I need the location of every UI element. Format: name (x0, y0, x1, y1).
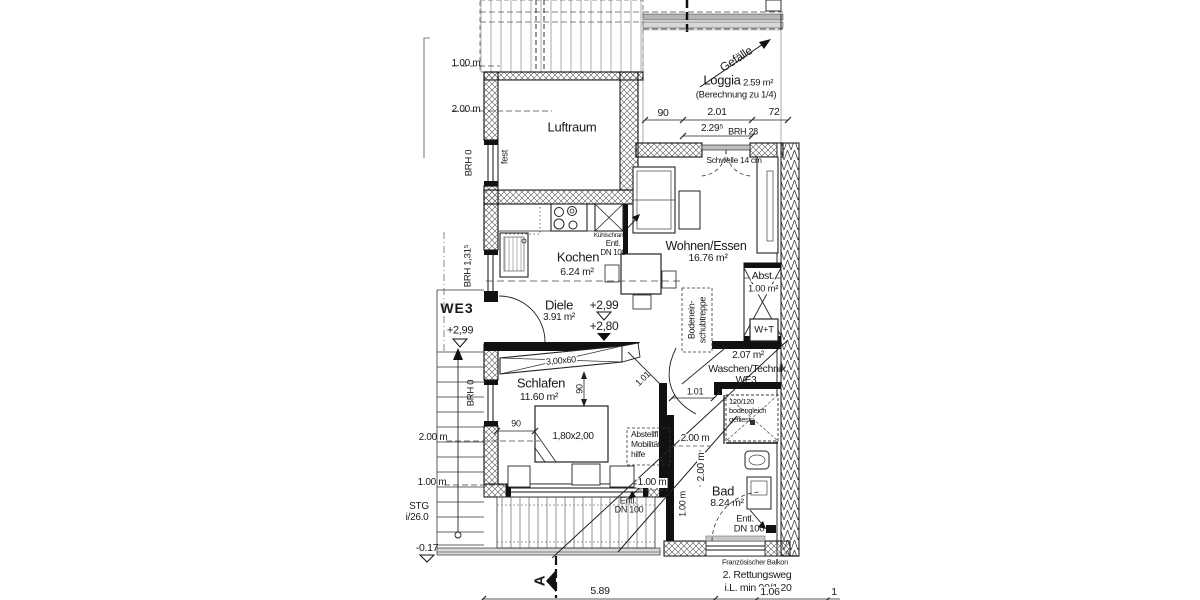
dim-bottom-1: 1 (829, 585, 839, 598)
room-label-diele: Diele (544, 297, 574, 313)
dim-bottom-589: 5.89 (588, 584, 612, 597)
room-area-kochen: 6.24 m² (560, 265, 594, 278)
room-note-loggia: (Berechnung zu 1/4) (695, 89, 777, 101)
annotation-entl-kueche: Entl. (605, 239, 621, 248)
room-area-abst: 1.00 m² (746, 283, 780, 295)
dim-loggia-229: 2.29⁵ (700, 123, 724, 134)
stairs (436, 232, 661, 556)
room-label-kochen: Kochen (556, 249, 600, 265)
room-label-loggia: Loggia (703, 72, 741, 88)
dim-bett: 1,80x2,00 (552, 431, 594, 442)
dim-loggia-72: 72 (768, 105, 780, 118)
dim-left-1m-bot: 1.00 m (417, 477, 447, 488)
overhead-structures (423, 0, 784, 158)
annotation-dn100-kueche: DN 100 (600, 248, 626, 257)
arrows (622, 39, 771, 529)
dim-left-1m-top: 1.00 m (451, 58, 481, 69)
stair-note-1: STG (409, 501, 429, 512)
annotation-franz-balkon: Französischer Balkon (721, 557, 789, 567)
room-area-schlafen: 11.60 m² (519, 390, 559, 403)
room-area-waschen: 2.07 m² (732, 350, 764, 361)
annotation-abstell-2: Mobilitäts- (631, 439, 667, 449)
dim-fest: fest (499, 149, 511, 165)
room-area-diele: 3.91 m² (543, 312, 575, 323)
dim-loggia-90: 90 (657, 106, 669, 119)
room-area-bad: 8.24 m² (710, 496, 744, 509)
room-label-luftraum: Luftraum (547, 119, 597, 135)
doors (498, 149, 763, 542)
dim-brh0-mid: BRH 0 (465, 379, 477, 407)
room-area-loggia: 2.59 m² (742, 77, 774, 89)
annotation-shower-3: gefliest (729, 415, 751, 424)
annotation-rettungsweg-2: i.L. min 90/1,20 (724, 581, 792, 594)
dim-bad-2m-h: 2.00 m (679, 433, 711, 444)
room-label-wohnen: Wohnen/Essen (665, 238, 747, 253)
dim-90-schrank: 90 (574, 384, 585, 394)
dim-left-2m-top: 2.00 m (451, 104, 481, 115)
dim-left-2m-bot: 2.00 m (418, 432, 448, 443)
dim-brh131: BRH 1,31⁵ (462, 244, 474, 288)
level-diele-lower: +2,80 (589, 319, 619, 333)
annotation-kuehlschrank: Kühlschrank (593, 231, 627, 239)
annotation-entl-balkon: Entl. (619, 495, 637, 506)
dim-bad-1m-h: 1.00 m (636, 477, 668, 488)
annotation-abstell-3: hilfe (631, 449, 646, 459)
room-label-waschen: Waschen/Technik (708, 362, 786, 375)
room-area-wohnen: 16.76 m² (688, 251, 728, 264)
unit-label-we3: WE3 (440, 300, 474, 316)
level-diele-upper: +2,99 (589, 298, 619, 312)
room-unit-waschen: WE3 (735, 375, 757, 386)
diagonal-lines (551, 339, 789, 559)
annotation-rettungsweg-1: 2. Rettungsweg (722, 568, 792, 581)
dim-bottom-106: 1.06 (758, 585, 782, 598)
dim-bad-1m-v: 1.00 m (677, 491, 688, 517)
room-label-abst: Abst. (750, 269, 776, 282)
dim-brh0-top: BRH 0 (463, 149, 475, 177)
annotation-dn100-balkon: DN 100 (614, 504, 644, 515)
annotation-dn100-bad: DN 100 (733, 523, 765, 535)
level-markers (418, 311, 613, 598)
room-label-schlafen: Schlafen (516, 375, 566, 391)
level-ground: -0.17 (415, 541, 439, 554)
stair-note-2: i/26.0 (405, 512, 429, 523)
dim-schwelle: Schwelle 14 cm (706, 154, 762, 165)
dim-loggia-201: 2.01 (707, 105, 727, 118)
room-label-bad: Bad (711, 483, 735, 499)
annotation-wt: W+T (754, 324, 774, 336)
annotation-shower-2: bodengleich (729, 406, 767, 415)
annotation-abstell-1: Abstellfl. (631, 429, 661, 439)
annotation-bodentreppe-2: schubtreppe (697, 296, 708, 344)
dim-90-bett: 90 (511, 418, 521, 429)
dim-bad-2m-v: 2.00 m (696, 452, 707, 482)
annotation-shower-1: 120/120 (729, 397, 755, 406)
section-marker-a: A (531, 575, 549, 587)
windows (487, 145, 494, 421)
annotation-bodentreppe-1: Bodenein- (686, 300, 697, 340)
dim-brh28: BRH 28 (728, 126, 758, 137)
french-balcony (496, 496, 656, 549)
dimension-lines (444, 65, 840, 600)
level-landing: +2,99 (446, 324, 474, 337)
dim-101-waschen: 1.01 (685, 386, 705, 397)
annotation-entl-bad: Entl. (736, 513, 754, 525)
